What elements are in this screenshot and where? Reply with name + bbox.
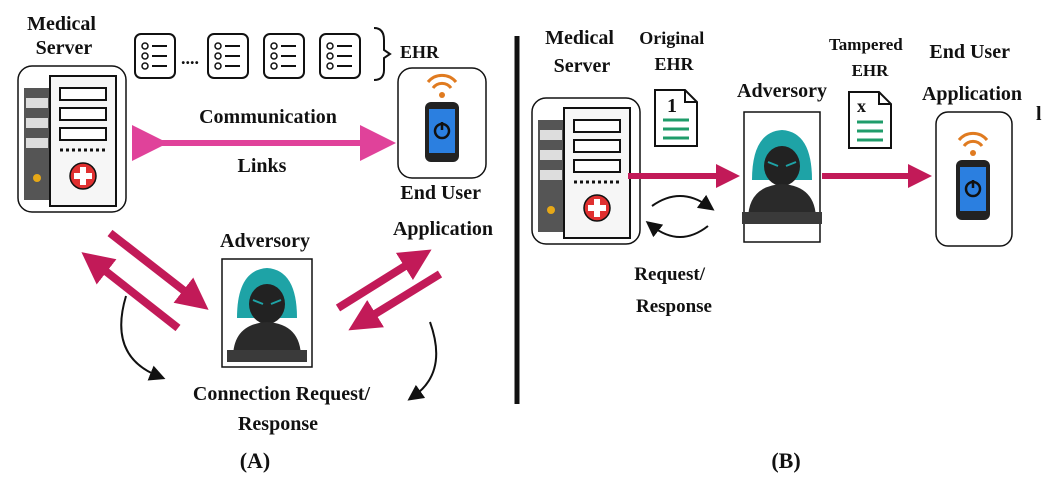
end-user-label: End User Application xyxy=(393,182,493,240)
stray-mark: l xyxy=(1036,103,1042,125)
ehr-label: EHR xyxy=(400,42,440,62)
document-list-icon xyxy=(263,33,305,79)
ehr-brace xyxy=(373,27,392,81)
medical-server-label: Medical Server xyxy=(27,13,101,59)
ehr-records: .... EHR xyxy=(134,27,440,81)
links-label: Links xyxy=(238,155,287,177)
adversary-label-b: Adversory xyxy=(737,80,827,102)
adversary-label: Adversory xyxy=(220,230,310,252)
caption-a: (A) xyxy=(240,448,271,473)
server-icon xyxy=(530,96,642,246)
medical-server-label-b: Medical Server xyxy=(545,27,619,77)
panel-a: Medical Server .... EHR End User Applica… xyxy=(16,13,493,473)
adversary-to-user-arrow xyxy=(335,249,432,312)
caption-b: (B) xyxy=(771,448,800,473)
document-list-icon xyxy=(134,33,176,79)
user-to-adversary-arrow xyxy=(348,270,443,331)
connection-curve-left xyxy=(120,295,166,381)
panel-b: Medical Server Original EHR 1 Request/ R… xyxy=(530,27,1042,473)
connection-curve-right xyxy=(407,321,438,401)
tampered-ehr-label: Tampered EHR xyxy=(829,35,907,80)
original-doc-mark: 1 xyxy=(667,95,677,117)
ellipsis-dots: .... xyxy=(181,48,199,68)
connection-label: Connection Request/ Response xyxy=(193,383,375,435)
document-icon xyxy=(847,90,893,150)
server-to-adversary-arrow xyxy=(107,229,209,310)
tampered-doc-mark: x xyxy=(857,96,866,116)
adversary-to-server-arrow xyxy=(81,252,181,332)
cycle-arrows-icon xyxy=(645,194,715,238)
end-user-label-b: End User Application xyxy=(922,41,1022,105)
server-icon xyxy=(16,64,128,214)
communication-label: Communication xyxy=(199,106,337,128)
document-list-icon xyxy=(319,33,361,79)
document-list-icon xyxy=(207,33,249,79)
original-ehr-label: Original EHR xyxy=(639,28,709,74)
request-response-label: Request/ Response xyxy=(634,264,712,317)
